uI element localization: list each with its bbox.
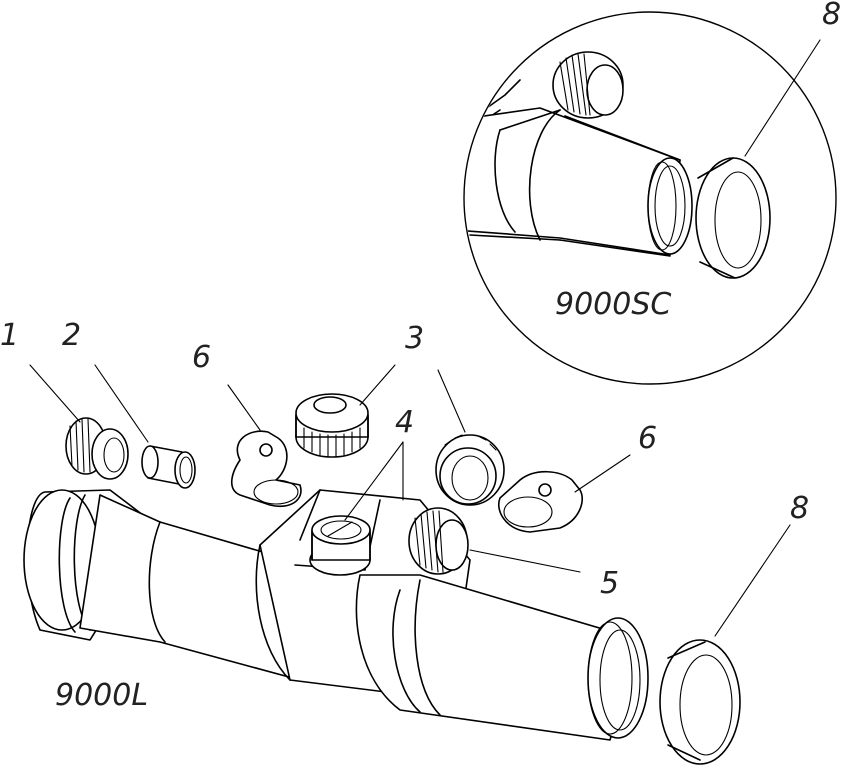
callout-8-main: 8 (790, 491, 809, 526)
callout-8-inset: 8 (822, 0, 841, 32)
part-3-knurled-ring (435, 434, 505, 506)
callout-5: 5 (600, 566, 619, 601)
part-6-clip-left (230, 430, 302, 507)
part-8-lens-ring (659, 639, 741, 765)
inset-detail-circle: 9000SC (463, 11, 837, 385)
windage-knob-inset (552, 51, 624, 119)
model-label-inset: 9000SC (555, 287, 671, 322)
part-6-clip-right (498, 470, 584, 533)
part-8-lens-ring-inset (695, 157, 771, 279)
callout-4: 4 (395, 405, 414, 440)
elevation-turret (309, 515, 371, 576)
callout-6-right: 6 (638, 421, 657, 456)
model-label-main: 9000L (55, 678, 148, 713)
callout-2: 2 (62, 318, 81, 353)
part-5-windage-knob (408, 507, 469, 575)
leader-lines (29, 39, 821, 637)
callout-3: 3 (405, 321, 424, 356)
part-2-sleeve (141, 445, 196, 489)
part-1-knurled-cap (65, 417, 129, 480)
part-3-domed-knob (295, 393, 369, 458)
callout-1: 1 (0, 318, 19, 353)
callout-6-left: 6 (192, 340, 211, 375)
